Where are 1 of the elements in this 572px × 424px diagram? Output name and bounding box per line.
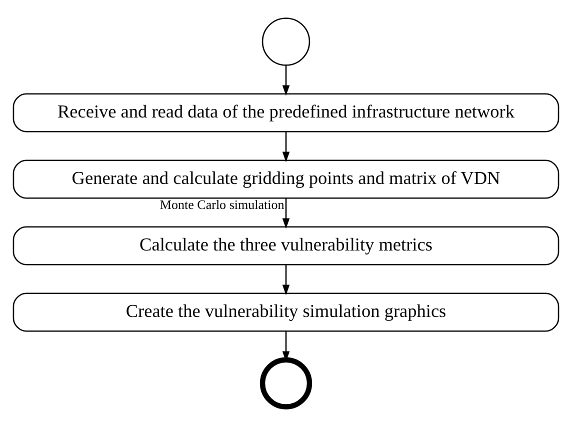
edge-label: Monte Carlo simulation bbox=[160, 196, 284, 212]
